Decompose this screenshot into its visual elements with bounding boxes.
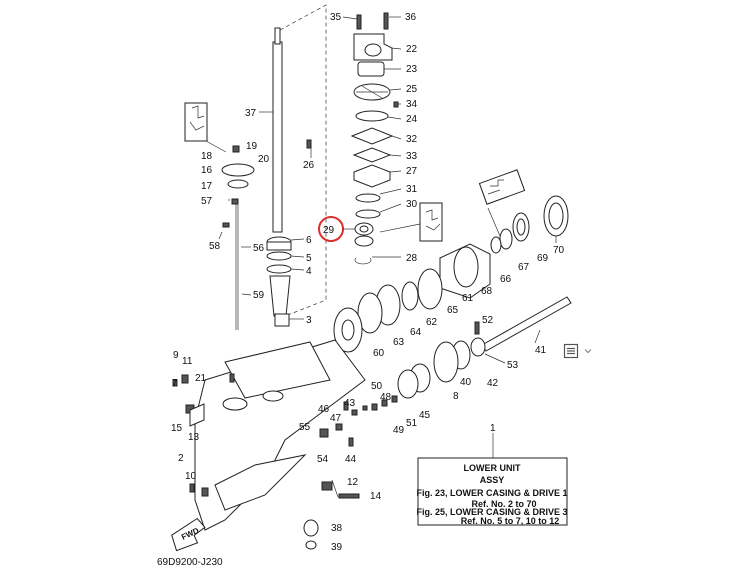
info-box-line2: Ref. No. 2 to 70 — [471, 499, 536, 509]
part-label-68[interactable]: 68 — [481, 286, 493, 297]
part-label-22[interactable]: 22 — [406, 44, 418, 55]
part-label-17[interactable]: 17 — [201, 181, 213, 192]
part-label-57[interactable]: 57 — [201, 196, 213, 207]
part-label-24[interactable]: 24 — [406, 114, 418, 125]
info-box: LOWER UNIT ASSY Fig. 23, LOWER CASING & … — [416, 433, 568, 526]
part-label-26[interactable]: 26 — [303, 160, 315, 171]
part-label-62[interactable]: 62 — [426, 317, 438, 328]
info-box-line4: Ref. No. 5 to 7, 10 to 12 — [461, 516, 560, 526]
diagram-code: 69D9200-J230 — [157, 557, 223, 568]
part-label-23[interactable]: 23 — [406, 64, 418, 75]
part-label-44[interactable]: 44 — [345, 454, 357, 465]
prop-shaft-group — [333, 195, 572, 399]
part-label-69[interactable]: 69 — [537, 253, 549, 264]
info-box-title: LOWER UNIT — [464, 463, 521, 473]
part-label-60[interactable]: 60 — [373, 348, 385, 359]
part-label-39[interactable]: 39 — [331, 542, 343, 553]
part-label-7[interactable]: 7 — [172, 378, 178, 389]
part-label-70[interactable]: 70 — [553, 245, 565, 256]
part-label-14[interactable]: 14 — [370, 491, 382, 502]
part-label-28[interactable]: 28 — [406, 253, 418, 264]
part-label-40[interactable]: 40 — [460, 377, 472, 388]
part-label-66[interactable]: 66 — [500, 274, 512, 285]
part-label-1[interactable]: 1 — [490, 423, 496, 434]
part-label-11[interactable]: 11 — [182, 356, 193, 367]
part-label-53[interactable]: 53 — [507, 360, 519, 371]
part-label-30[interactable]: 30 — [406, 199, 418, 210]
part-label-18[interactable]: 18 — [201, 151, 213, 162]
part-label-55[interactable]: 55 — [299, 422, 311, 433]
water-pump-stack — [350, 12, 399, 265]
part-label-16[interactable]: 16 — [201, 165, 213, 176]
part-label-52[interactable]: 52 — [482, 315, 494, 326]
part-label-6[interactable]: 6 — [306, 235, 312, 246]
part-label-37[interactable]: 37 — [245, 108, 257, 119]
part-label-38[interactable]: 38 — [331, 523, 343, 534]
part-label-59[interactable]: 59 — [253, 290, 265, 301]
part-label-46[interactable]: 46 — [318, 404, 330, 415]
part-label-56[interactable]: 56 — [253, 243, 265, 254]
part-label-42[interactable]: 42 — [487, 378, 499, 389]
group-outline — [279, 4, 327, 319]
part-label-2[interactable]: 2 — [178, 453, 184, 464]
part-label-35[interactable]: 35 — [330, 12, 342, 23]
part-label-43[interactable]: 43 — [344, 398, 356, 409]
info-box-subtitle: ASSY — [480, 475, 505, 485]
part-label-54[interactable]: 54 — [317, 454, 329, 465]
part-label-31[interactable]: 31 — [406, 184, 418, 195]
view-options-dropdown[interactable] — [563, 339, 607, 363]
info-box-line3: Fig. 25, LOWER CASING & DRIVE 3 — [416, 507, 567, 517]
inset-callouts — [379, 169, 526, 242]
part-label-34[interactable]: 34 — [406, 99, 418, 110]
part-label-8[interactable]: 8 — [453, 391, 459, 402]
shift-rod-assembly — [184, 102, 312, 330]
info-box-line1: Fig. 23, LOWER CASING & DRIVE 1 — [416, 488, 567, 498]
part-label-19[interactable]: 19 — [246, 141, 258, 152]
part-label-61[interactable]: 61 — [462, 293, 474, 304]
drive-shaft — [259, 27, 283, 233]
part-label-27[interactable]: 27 — [406, 166, 418, 177]
leader-lines — [218, 16, 557, 364]
part-label-15[interactable]: 15 — [171, 423, 183, 434]
part-label-65[interactable]: 65 — [447, 305, 459, 316]
lower-casing — [172, 339, 398, 550]
part-label-50[interactable]: 50 — [371, 381, 383, 392]
part-label-48[interactable]: 48 — [380, 392, 392, 403]
part-label-41[interactable]: 41 — [535, 345, 547, 356]
part-label-10[interactable]: 10 — [185, 471, 197, 482]
part-label-13[interactable]: 13 — [188, 432, 200, 443]
part-label-29[interactable]: 29 — [323, 225, 335, 236]
list-view-icon[interactable] — [563, 343, 579, 359]
part-label-20[interactable]: 20 — [258, 154, 270, 165]
part-label-45[interactable]: 45 — [419, 410, 431, 421]
shaft-sleeve-stack — [266, 236, 292, 327]
part-label-63[interactable]: 63 — [393, 337, 405, 348]
part-label-67[interactable]: 67 — [518, 262, 530, 273]
part-label-32[interactable]: 32 — [406, 134, 418, 145]
fwd-arrow: FWD — [171, 517, 206, 552]
part-label-4[interactable]: 4 — [306, 266, 312, 277]
part-label-49[interactable]: 49 — [393, 425, 405, 436]
part-label-64[interactable]: 64 — [410, 327, 422, 338]
part-label-47[interactable]: 47 — [330, 413, 342, 424]
chevron-down-icon[interactable] — [583, 346, 593, 356]
part-label-58[interactable]: 58 — [209, 241, 221, 252]
part-label-33[interactable]: 33 — [406, 151, 418, 162]
part-label-5[interactable]: 5 — [306, 253, 312, 264]
part-label-12[interactable]: 12 — [347, 477, 359, 488]
part-label-21[interactable]: 21 — [195, 373, 207, 384]
part-label-25[interactable]: 25 — [406, 84, 418, 95]
part-label-36[interactable]: 36 — [405, 12, 417, 23]
part-label-3[interactable]: 3 — [306, 315, 312, 326]
part-label-9[interactable]: 9 — [173, 350, 179, 361]
part-label-51[interactable]: 51 — [406, 418, 418, 429]
